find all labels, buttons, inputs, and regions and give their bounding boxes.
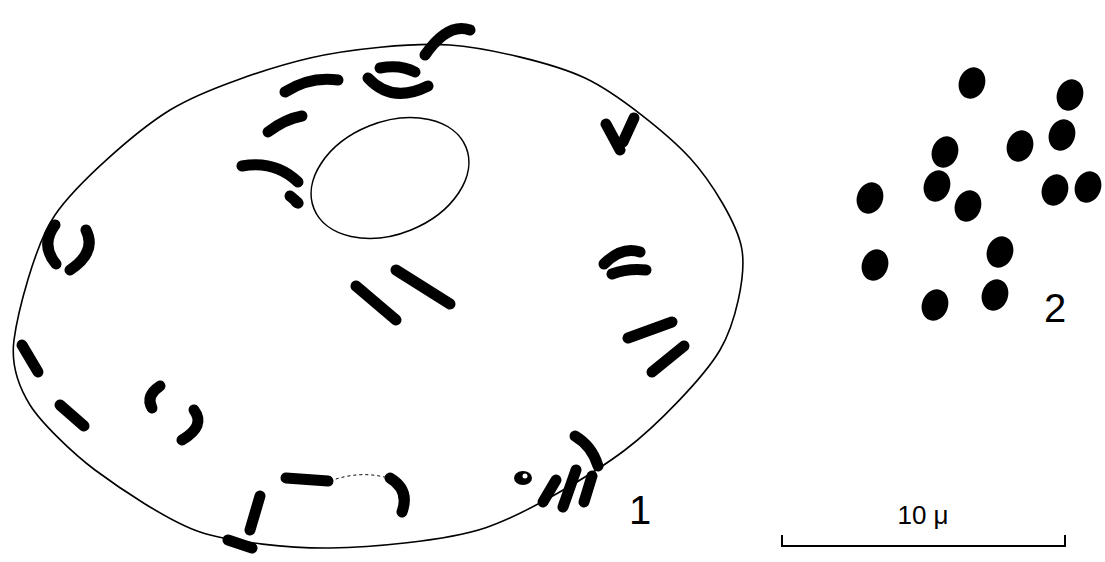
chromosome — [575, 436, 598, 466]
chromosome — [356, 286, 396, 320]
chromosome-dot — [852, 179, 887, 218]
chromosome — [380, 67, 415, 72]
chromosome — [70, 230, 89, 270]
chromosome-dot — [1002, 127, 1037, 166]
chromosome — [250, 496, 260, 530]
chromosome — [228, 540, 252, 548]
chromosome — [286, 478, 328, 481]
figure-number: 1 — [629, 490, 651, 530]
chromosome-dot — [950, 187, 985, 226]
chromosome — [563, 470, 576, 507]
chromosome — [182, 410, 198, 440]
dashed-connection — [330, 475, 388, 481]
chromosome — [628, 322, 672, 338]
chromosome-dot — [1044, 116, 1079, 155]
chromosome-dot — [1037, 171, 1072, 210]
chromosome-dot — [917, 286, 952, 325]
chromosome — [368, 78, 428, 93]
chromosome — [268, 116, 302, 132]
chromosome-dot — [982, 233, 1017, 272]
chromosome — [48, 225, 56, 264]
chromosome — [242, 165, 298, 182]
chromosome — [652, 346, 684, 372]
scale-bar — [782, 535, 1065, 546]
cell-outline — [13, 44, 743, 548]
chromosome-group — [22, 28, 684, 548]
chromosome — [290, 196, 298, 203]
chromosome — [390, 478, 404, 512]
chromosome — [150, 386, 160, 408]
chromosome — [623, 118, 634, 142]
chromosome — [60, 405, 84, 426]
chromosome-dot — [977, 276, 1012, 315]
chromosome — [285, 79, 338, 92]
chromosome — [606, 124, 620, 150]
chromosome-dot — [919, 167, 954, 206]
chromosome-dot — [954, 64, 989, 103]
nucleolus-outline — [293, 95, 487, 260]
chromosome — [543, 480, 556, 502]
chromosome-dot — [857, 246, 892, 285]
chromosome — [425, 28, 470, 55]
scale-label: 10 μ — [897, 502, 948, 528]
chromosome-dots — [852, 64, 1105, 325]
chromosome-dot — [927, 133, 962, 172]
chromosome — [22, 345, 38, 372]
chromosome-blob — [514, 471, 532, 485]
chromosome — [604, 251, 640, 265]
chromosome — [612, 270, 646, 275]
chromosome — [584, 476, 592, 502]
chromosome — [396, 270, 450, 304]
chromosome-dot — [1070, 168, 1105, 207]
chromosome-dot — [1052, 76, 1087, 115]
blob-spot — [523, 474, 528, 479]
figure-number: 2 — [1044, 288, 1066, 328]
